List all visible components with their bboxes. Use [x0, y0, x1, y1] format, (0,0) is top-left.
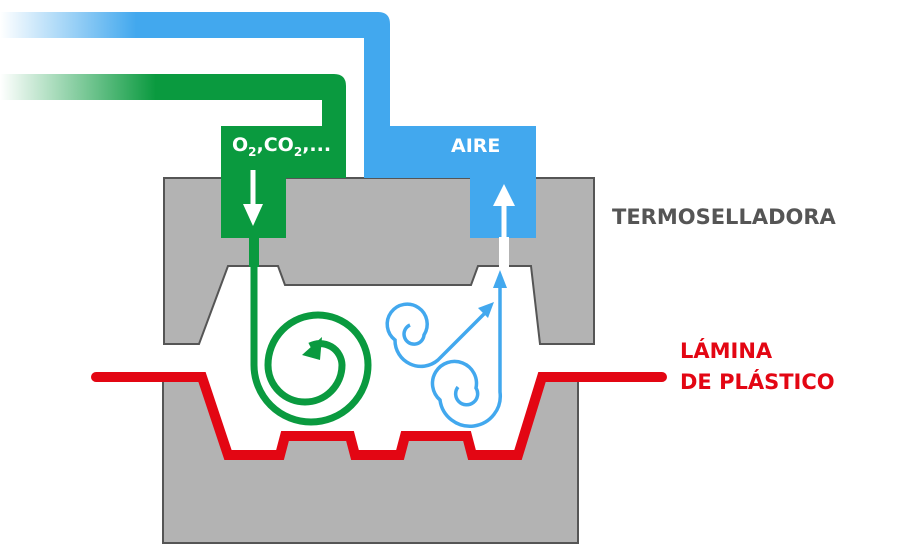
gas-spiral-flow — [250, 265, 372, 426]
film-label: LÁMINA DE PLÁSTICO — [680, 336, 835, 398]
air-swirl-flow-2 — [430, 282, 503, 428]
gas-label-tail: ,... — [302, 134, 332, 156]
film-label-line2: DE PLÁSTICO — [680, 370, 835, 394]
lower-die — [162, 379, 579, 544]
gas-pipe — [0, 74, 346, 126]
gas-label-co: ,CO — [256, 134, 294, 156]
air-up-arrowhead-icon — [493, 270, 507, 288]
gas-label: O2,CO2,... — [232, 134, 331, 159]
air-label: AIRE — [451, 135, 501, 157]
air-pipe — [0, 12, 390, 126]
gas-label-o: O — [232, 134, 249, 156]
machine-label: TERMOSELLADORA — [612, 205, 836, 229]
air-swirl-arrowhead-icon — [478, 302, 494, 318]
plastic-film — [91, 372, 667, 460]
film-label-line1: LÁMINA — [680, 339, 773, 363]
gas-spiral-arrowhead-icon — [302, 337, 322, 360]
gas-channel — [249, 237, 259, 267]
gas-down-arrow-icon — [243, 170, 263, 226]
air-channel — [499, 237, 509, 267]
air-outlet-box — [364, 126, 536, 238]
gas-label-sub1: 2 — [248, 144, 257, 159]
gas-label-sub2: 2 — [293, 144, 303, 159]
air-up-arrow-icon — [493, 184, 515, 245]
air-swirl-flow-1 — [385, 302, 490, 369]
